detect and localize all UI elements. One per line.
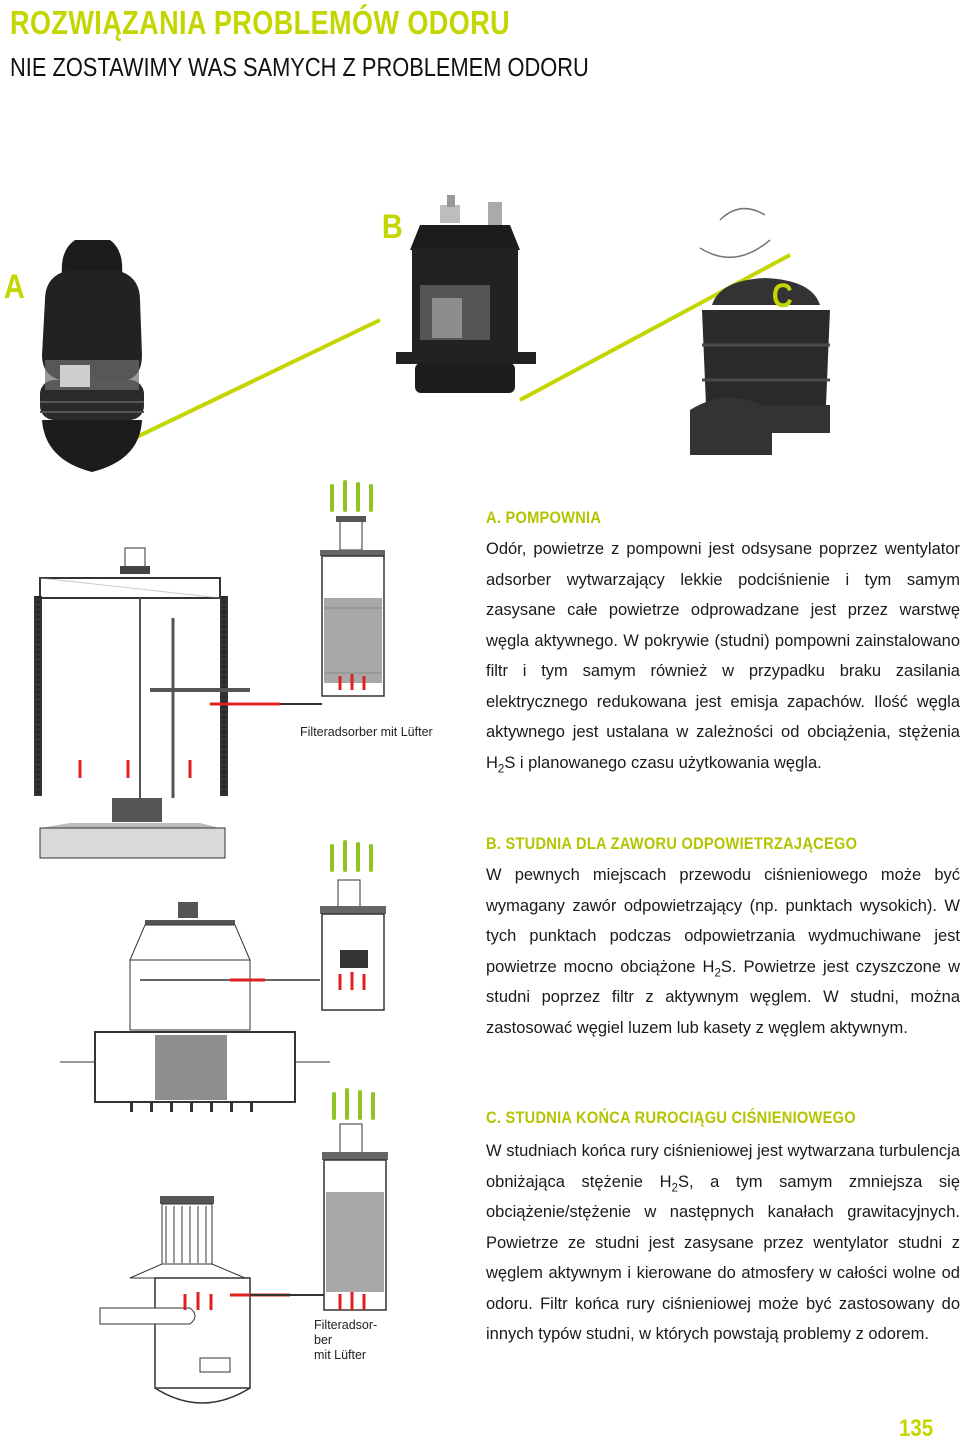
photo-label-b: B xyxy=(381,208,403,246)
diagram-a xyxy=(34,480,385,859)
section-a-heading: A. POMPOWNIA xyxy=(486,508,602,527)
page-subtitle: NIE ZOSTAWIMY WAS SAMYCH Z PROBLEMEM ODO… xyxy=(10,52,589,82)
green-arrow-icon xyxy=(330,480,373,512)
product-c-image xyxy=(690,207,830,455)
diagram-b xyxy=(60,840,386,1112)
product-photos xyxy=(40,195,830,472)
section-c-heading: C. STUDNIA KOŃCA RUROCIĄGU CIŚNIENIOWEGO xyxy=(486,1108,856,1127)
section-b-heading: B. STUDNIA DLA ZAWORU ODPOWIETRZAJĄCEGO xyxy=(486,834,858,853)
page-number: 135 xyxy=(898,1415,933,1442)
caption-diagram-c: Filteradsor- ber mit Lüfter xyxy=(314,1318,378,1362)
photo-label-a: A xyxy=(3,268,25,306)
green-arrow-icon xyxy=(332,1088,375,1120)
product-a-image xyxy=(40,240,144,472)
section-b-body: W pewnych miejscach przewodu ciśnieniowe… xyxy=(486,866,960,1037)
page-title: ROZWIĄZANIA PROBLEMÓW ODORU xyxy=(10,4,511,41)
section-c-body: W studniach końca rury ciśnieniowej jest… xyxy=(486,1142,960,1343)
diagram-c xyxy=(99,1088,388,1404)
caption-diagram-a: Filteradsorber mit Lüfter xyxy=(300,725,433,739)
product-b-image xyxy=(396,195,536,393)
photo-label-c: C xyxy=(771,277,793,315)
green-arrow-icon xyxy=(330,840,373,872)
section-a-body: Odór, powietrze z pompowni jest odsysane… xyxy=(486,540,960,775)
